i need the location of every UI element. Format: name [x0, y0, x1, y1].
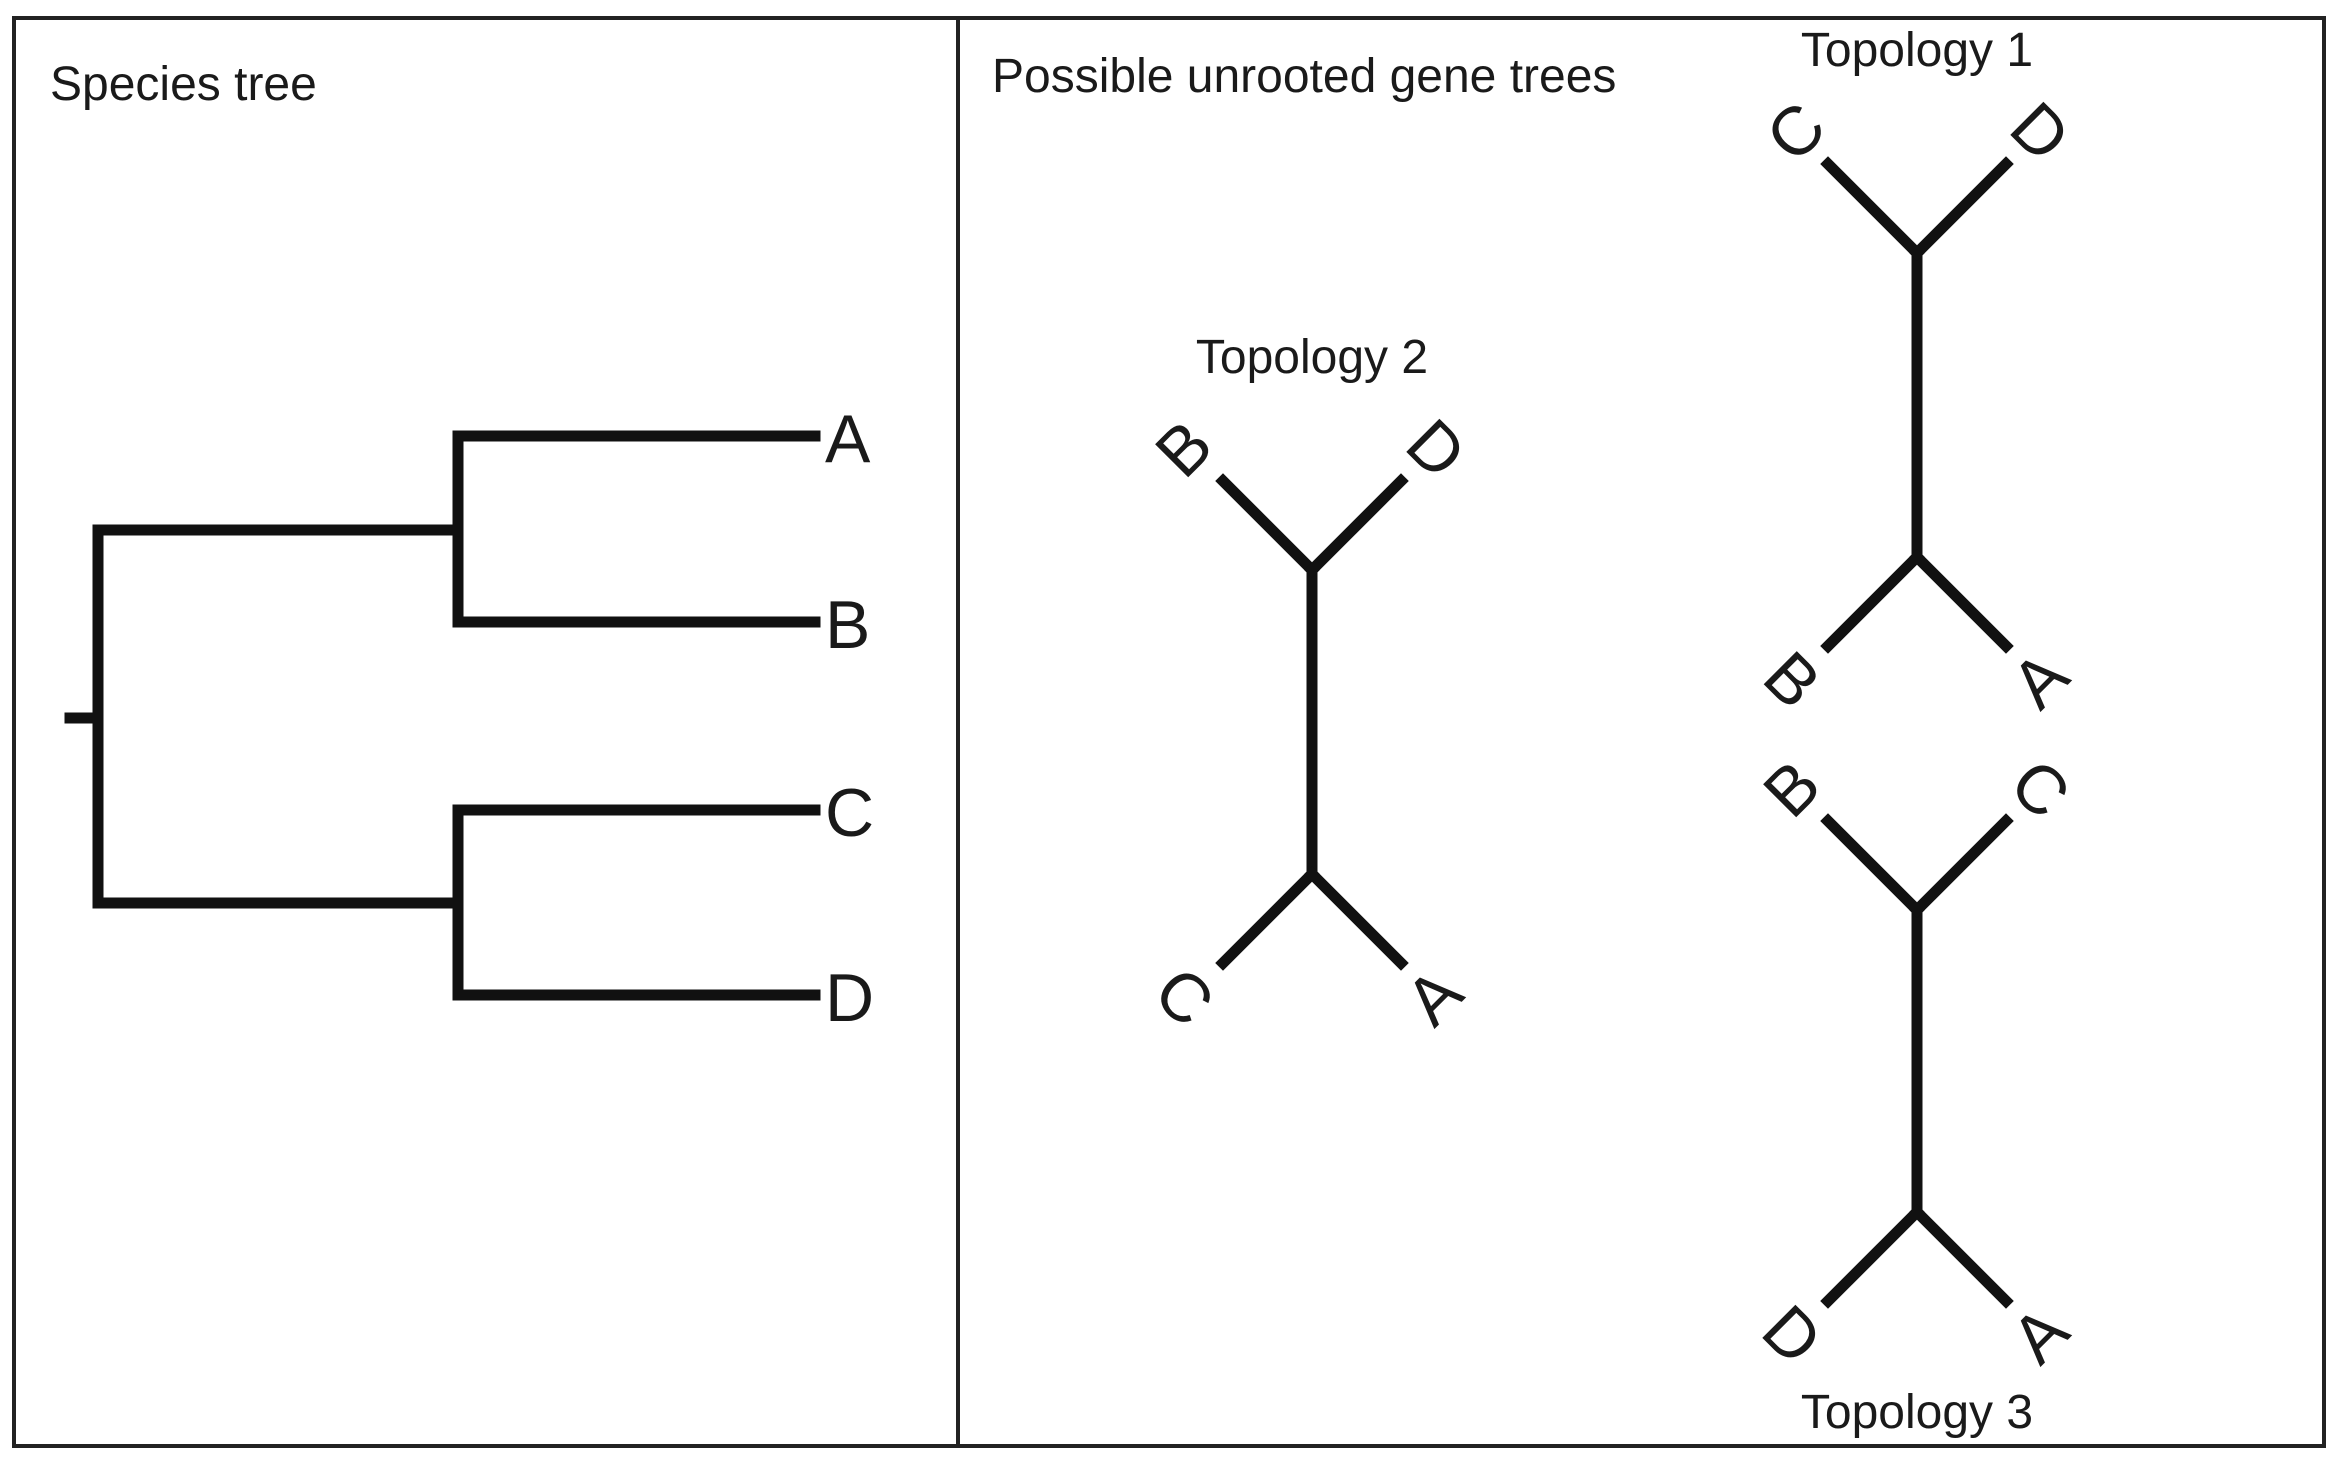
topology-2-branch-bottom-left — [1215, 866, 1320, 971]
topology-2-branch-top-left — [1215, 473, 1320, 578]
topology-2-branch-top-right — [1304, 473, 1409, 578]
topology-1-branch-bottom-right — [1909, 549, 2014, 654]
species-tree-edges — [64, 430, 821, 1001]
topology-3-branch-bottom-right — [1909, 1204, 2014, 1309]
topology-3-label: Topology 3 — [1801, 1386, 2033, 1439]
gene-trees-panel: Possible unrooted gene trees Topology 1 … — [992, 24, 2084, 1439]
species-leaf-a: A — [825, 401, 871, 477]
species-tree-title: Species tree — [50, 58, 317, 111]
topology-1: Topology 1 C D B A — [1749, 24, 2084, 723]
topology-1-branch-top-left — [1820, 156, 1925, 261]
topology-1-label: Topology 1 — [1801, 24, 2033, 77]
topology-2-label: Topology 2 — [1196, 331, 1428, 384]
topology-1-branch-top-right — [1909, 156, 2014, 261]
species-leaf-c: C — [825, 775, 874, 851]
topology-2-branch-bottom-right — [1304, 866, 1409, 971]
species-leaf-b: B — [825, 587, 870, 663]
gene-trees-title: Possible unrooted gene trees — [992, 50, 1616, 103]
figure-frame — [12, 16, 2326, 1448]
topology-3-branch-top-right — [1909, 813, 2014, 918]
topology-1-branch-bottom-left — [1820, 549, 1925, 654]
topology-1-leaf-bottom-left: B — [1749, 637, 1835, 723]
topology-3-leaf-bottom-left: D — [1748, 1291, 1836, 1379]
topology-2-leaf-top-left: B — [1141, 406, 1227, 492]
topology-3-branch-bottom-left — [1820, 1204, 1925, 1309]
topology-2: Topology 2 B D C A — [1140, 331, 1480, 1041]
topology-3-leaf-top-left: B — [1749, 746, 1835, 832]
topology-3-branch-top-left — [1820, 813, 1925, 918]
species-leaf-d: D — [825, 960, 874, 1036]
topology-2-leaf-bottom-left: C — [1140, 953, 1228, 1041]
species-tree-panel: Species tree A B C D — [50, 58, 874, 1036]
topology-3: B C D A Topology 3 — [1748, 745, 2084, 1439]
